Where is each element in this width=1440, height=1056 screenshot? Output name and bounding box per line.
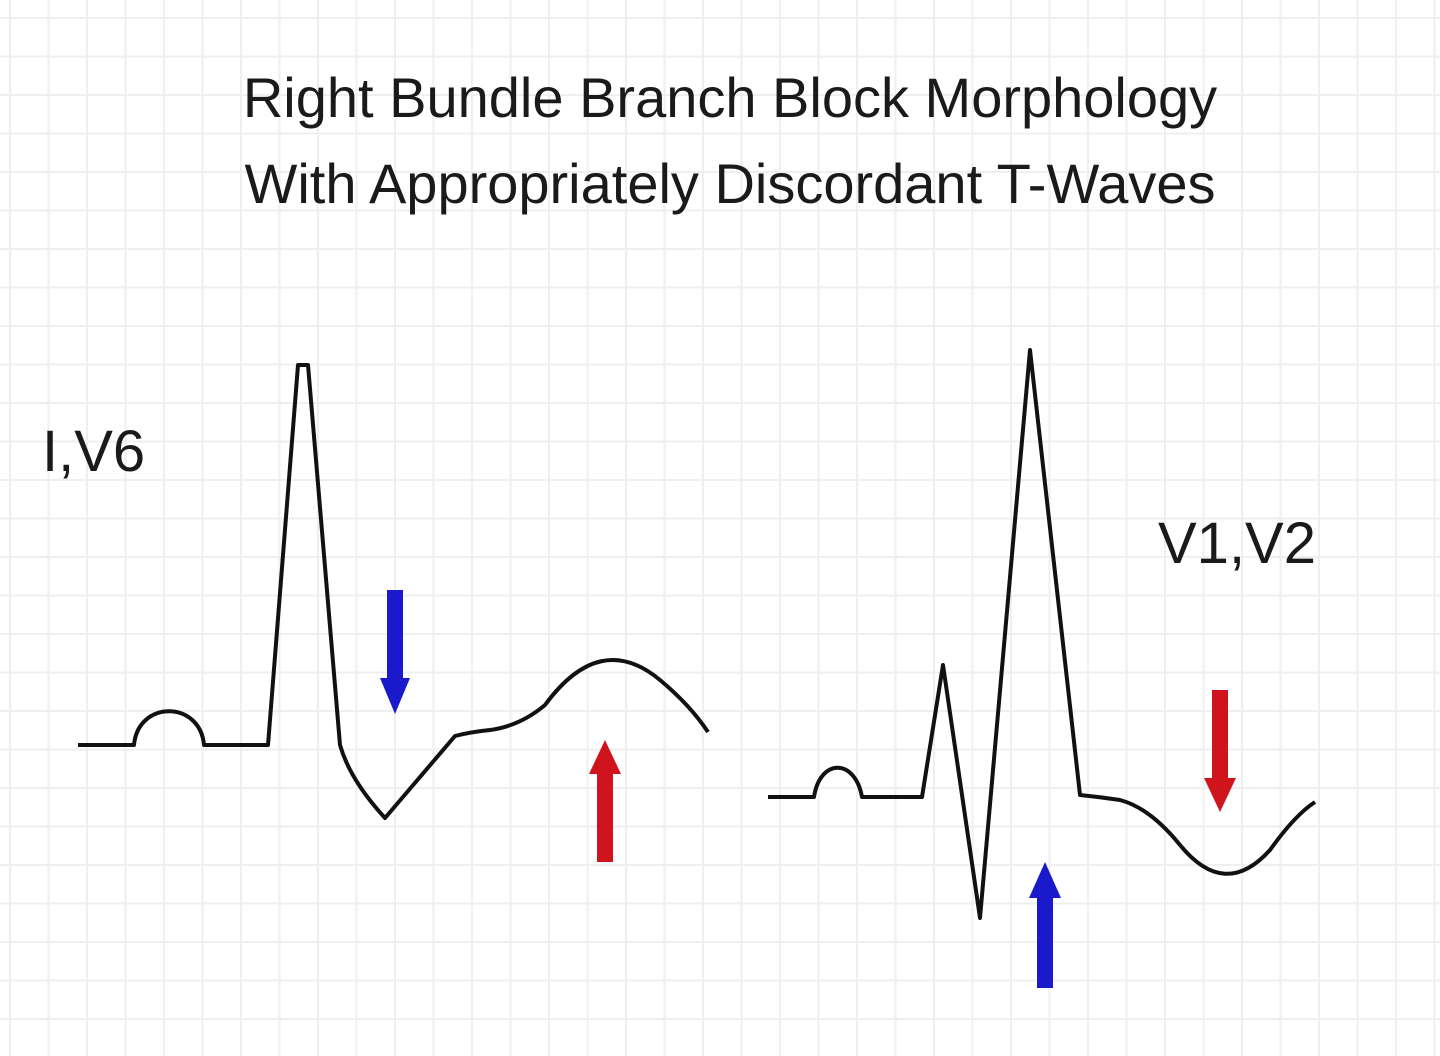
blue-arrow-up-s-wave	[1029, 862, 1061, 988]
lead-label-i-v6: I,V6	[42, 419, 146, 484]
blue-arrow-down-st	[380, 590, 410, 714]
red-arrow-down-t-wave	[1204, 690, 1236, 812]
title-line-1: Right Bundle Branch Block Morphology	[242, 66, 1218, 129]
ecg-trace-v1-v2	[768, 348, 1317, 920]
red-arrow-up-t-wave	[589, 740, 621, 862]
ecg-trace-i-v6	[78, 363, 710, 820]
lead-label-v1-v2: V1,V2	[1158, 511, 1316, 576]
diagram-title: Right Bundle Branch Block Morphology Wit…	[0, 55, 1440, 227]
title-line-2: With Appropriately Discordant T-Waves	[244, 152, 1216, 215]
